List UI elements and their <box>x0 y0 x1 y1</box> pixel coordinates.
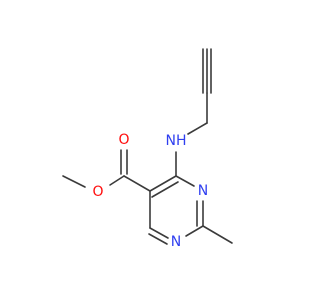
bond-oxygen-carbonyl <box>109 175 125 186</box>
ring-n3-label: N <box>198 183 208 199</box>
ring-n1-label: N <box>171 234 181 250</box>
bond-c5-c4-a <box>149 175 177 192</box>
bond-c2-methyl <box>202 225 233 244</box>
bond-c5-c4-b <box>151 181 179 198</box>
molecule-canvas: O O NH N N <box>62 48 233 250</box>
bond-methyl-oxygen <box>62 175 86 188</box>
bond-nh-ch2 <box>187 122 208 135</box>
bond-n1-c6-a <box>149 227 169 239</box>
bond-carbonyl-c5 <box>123 175 151 192</box>
bond-c4-n3 <box>175 175 195 187</box>
amine-nitrogen-label: NH <box>166 133 187 149</box>
ester-oxygen-label: O <box>92 184 103 200</box>
bond-c2-n1 <box>185 225 204 237</box>
bonds <box>62 48 233 245</box>
molecule-structure: O O NH N N <box>62 48 233 250</box>
carbonyl-oxygen-label: O <box>118 132 129 148</box>
bond-n1-c6-b <box>148 233 168 245</box>
atom-labels: O O NH N N <box>92 132 208 250</box>
